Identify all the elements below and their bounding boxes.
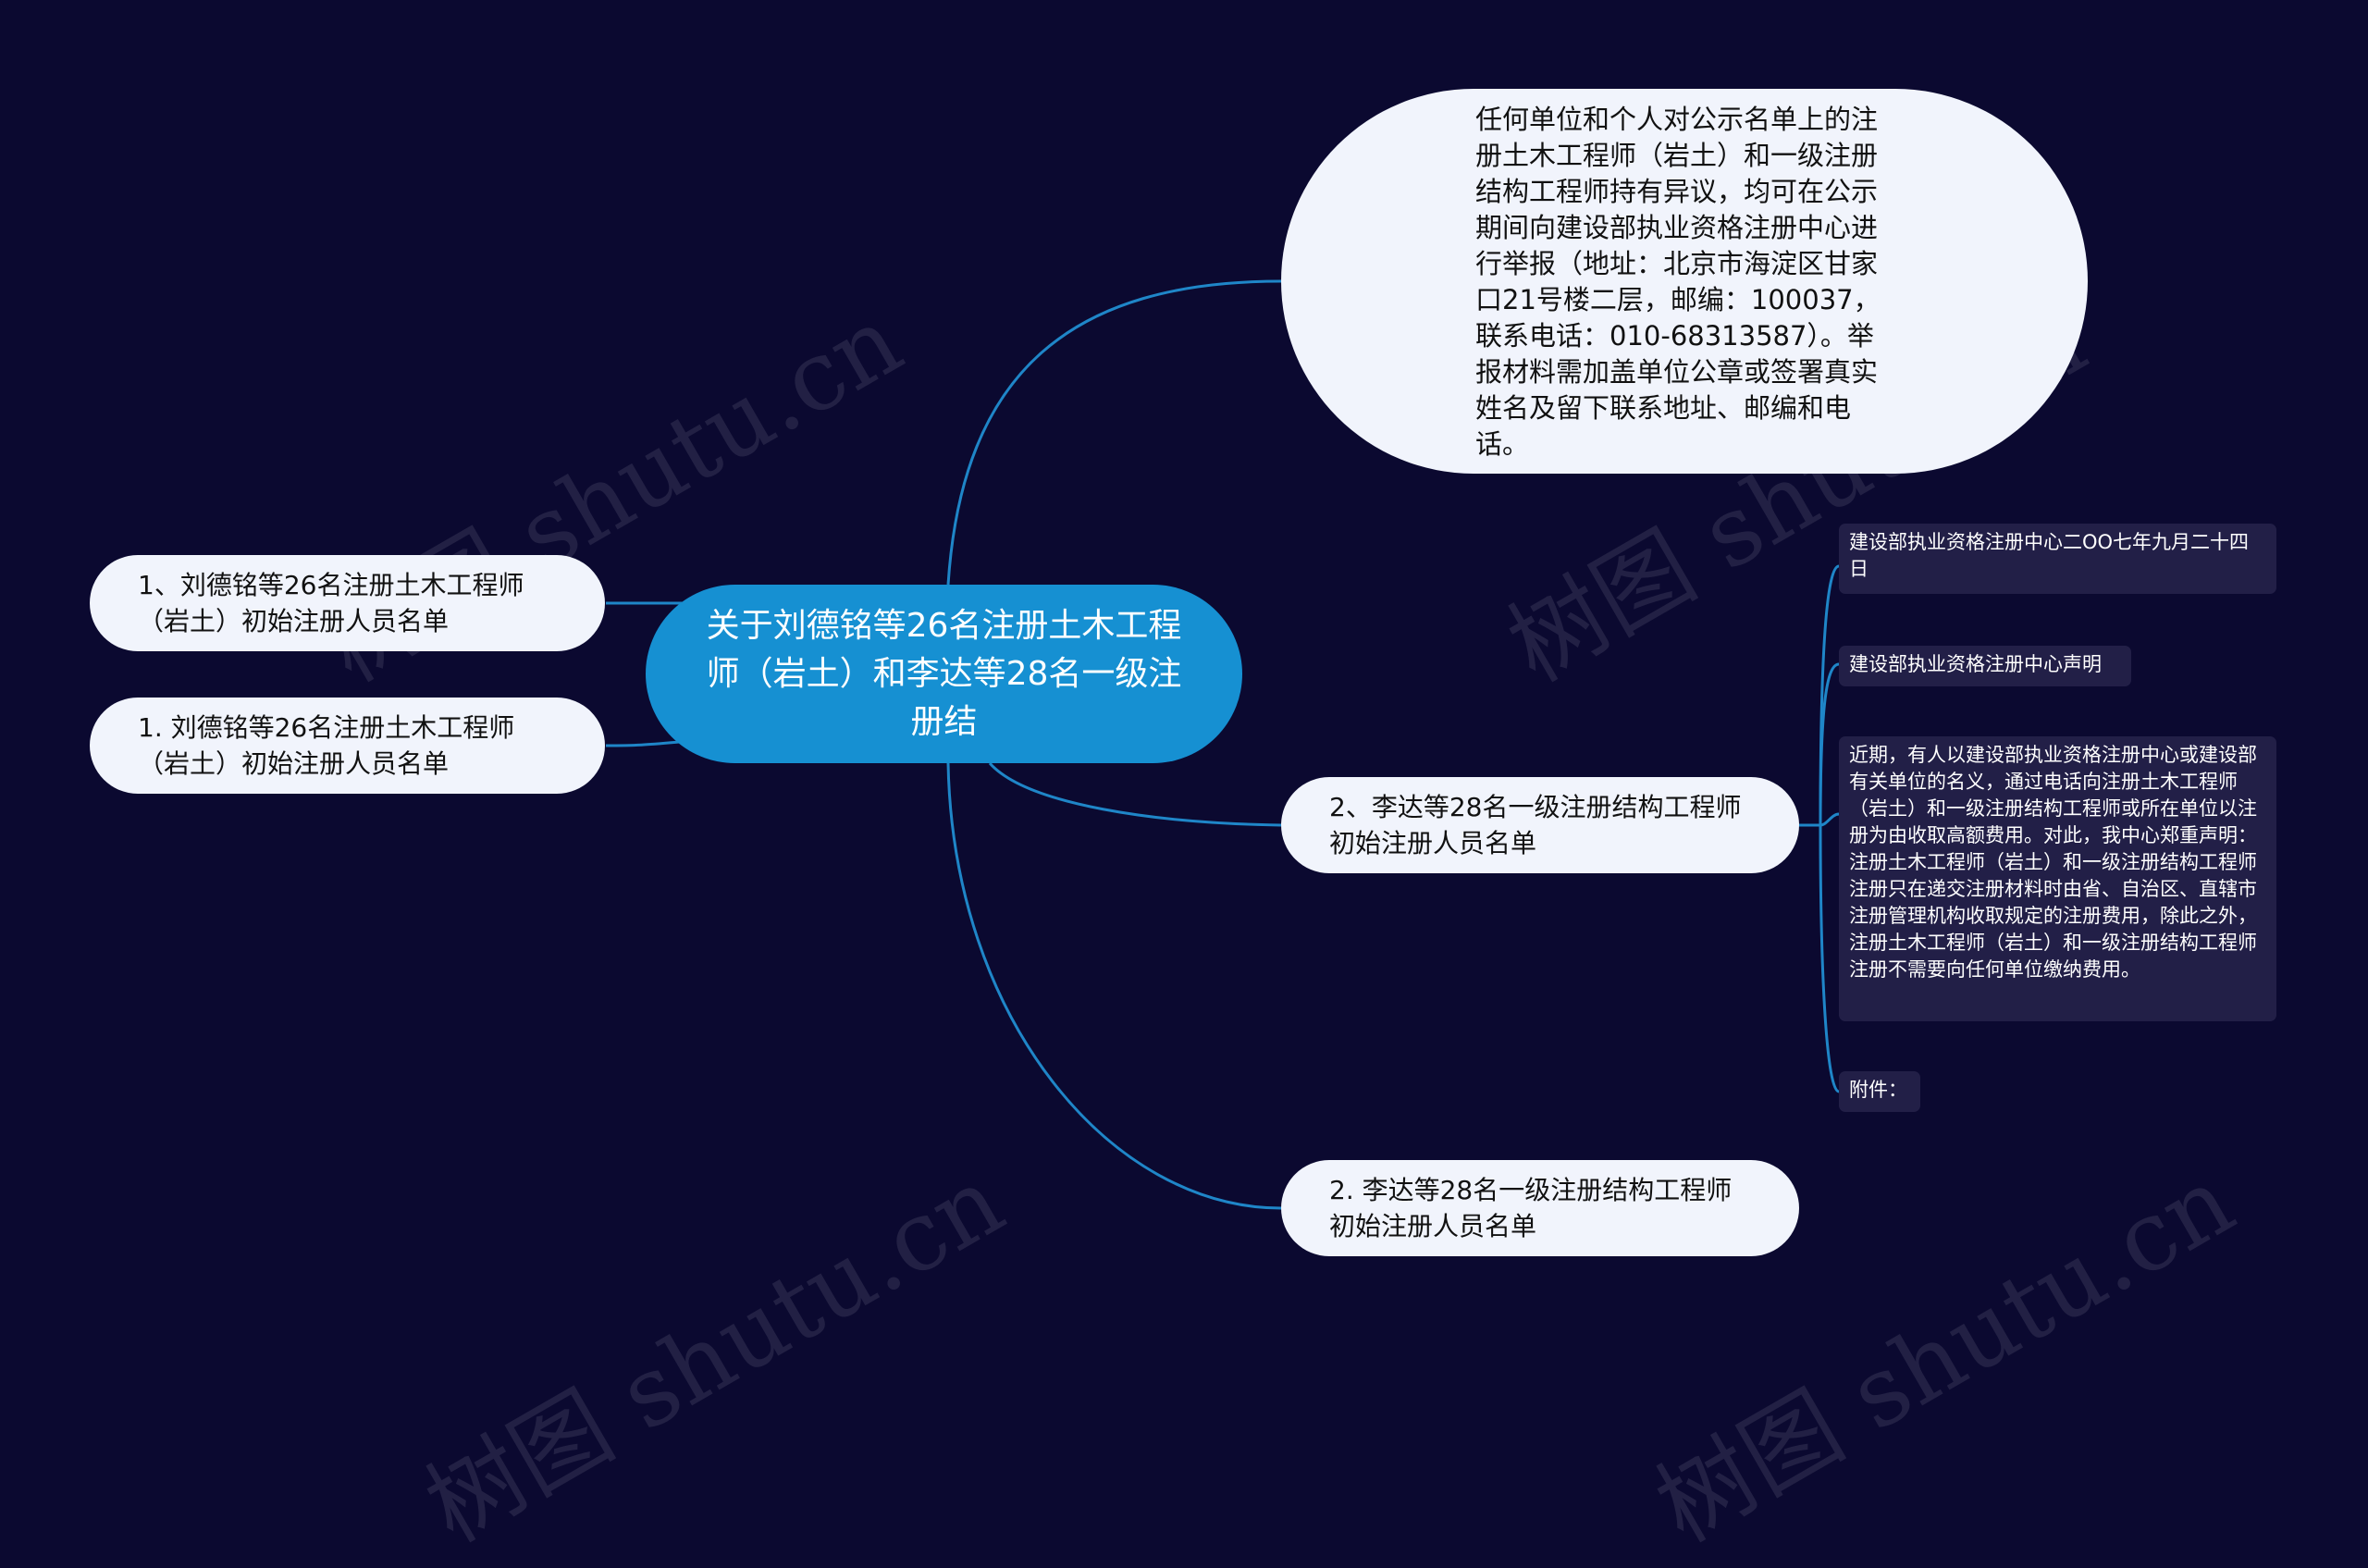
- left-node-list1a[interactable]: 1、刘德铭等26名注册土木工程师（岩土）初始注册人员名单: [90, 555, 605, 651]
- sub-node-statement-title[interactable]: 建设部执业资格注册中心声明: [1839, 646, 2131, 686]
- sub-node-statement-body[interactable]: 近期，有人以建设部执业资格注册中心或建设部有关单位的名义，通过电话向注册土木工程…: [1839, 736, 2276, 1021]
- sub-node-attachment[interactable]: 附件：: [1839, 1071, 1920, 1112]
- sub-node-date[interactable]: 建设部执业资格注册中心二OO七年九月二十四日: [1839, 524, 2276, 594]
- edge-sub3: [1819, 812, 1840, 827]
- connector-lines: [605, 279, 1840, 1210]
- right-node-list2a[interactable]: 2、李达等28名一级注册结构工程师初始注册人员名单: [1281, 777, 1799, 873]
- edge-sub2: [1819, 662, 1840, 826]
- edge-root-list2a: [988, 762, 1282, 827]
- left-node-list1b[interactable]: 1. 刘德铭等26名注册土木工程师（岩土）初始注册人员名单: [90, 698, 605, 794]
- edge-root-list2b: [946, 762, 1282, 1210]
- right-node-list2b[interactable]: 2. 李达等28名一级注册结构工程师初始注册人员名单: [1281, 1160, 1799, 1256]
- root-topic[interactable]: 关于刘德铭等26名注册土木工程师（岩土）和李达等28名一级注册结: [646, 585, 1242, 763]
- notice-node[interactable]: 任何单位和个人对公示名单上的注册土木工程师（岩土）和一级注册结构工程师持有异议，…: [1281, 89, 2088, 474]
- edge-sub1: [1819, 564, 1840, 826]
- edge-root-notice: [946, 279, 1282, 586]
- edge-root-left2: [605, 740, 681, 747]
- edge-sub4: [1819, 824, 1840, 1093]
